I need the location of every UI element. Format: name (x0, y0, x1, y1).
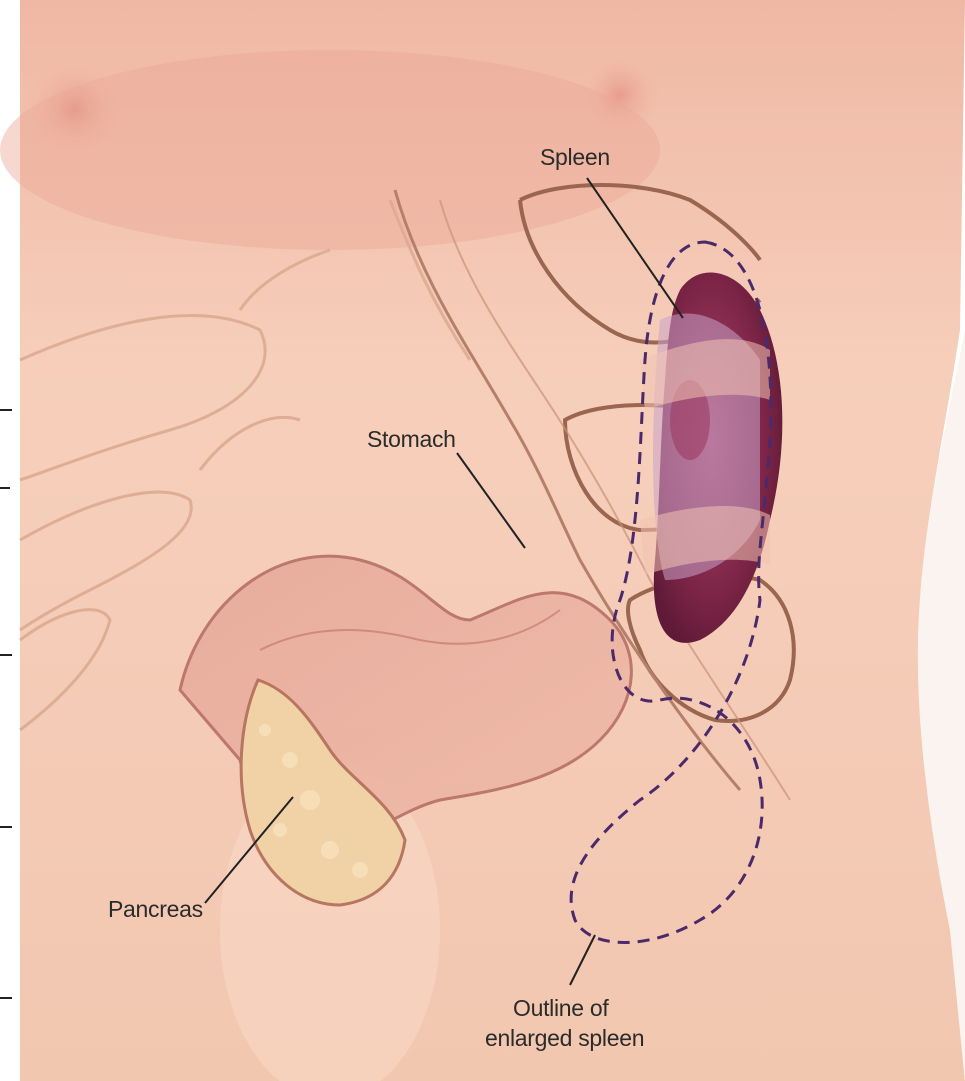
label-spleen: Spleen (540, 144, 610, 170)
label-outline-line1: Outline of (513, 995, 609, 1021)
label-stomach: Stomach (367, 426, 456, 452)
left-nipple (23, 60, 127, 160)
label-pancreas: Pancreas (108, 896, 203, 922)
label-outline-line2: enlarged spleen (485, 1025, 644, 1051)
right-nipple (580, 55, 660, 135)
